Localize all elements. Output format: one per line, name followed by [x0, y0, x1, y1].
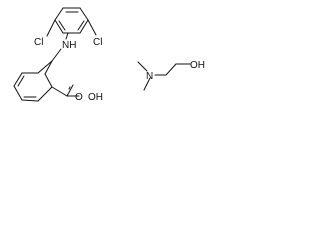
acetic-acid-bonds [51, 84, 80, 97]
amine-bridge-bonds [51, 32, 69, 62]
chlorine-left-label: Cl [34, 37, 43, 48]
carboxylic-oh-label: OH [88, 92, 103, 103]
diclofenac-molecule: Cl Cl NH OH O [13, 7, 103, 103]
dimethylaminoethanol-bonds [137, 61, 191, 91]
hydroxyl-oh-label: OH [190, 60, 205, 71]
carbonyl-o-label: O [75, 92, 83, 103]
upper-ring-bonds [54, 7, 89, 34]
chlorine-right-label: Cl [93, 37, 102, 48]
chlorine-bonds [46, 19, 97, 37]
amine-nh-label: NH [62, 40, 76, 51]
amine-n-label: N [146, 71, 153, 82]
dimethylaminoethanol-molecule: N OH [137, 60, 205, 91]
chemical-structure-canvas: Cl Cl NH OH O N OH [13, 7, 205, 103]
lower-ring-bonds [13, 60, 53, 102]
